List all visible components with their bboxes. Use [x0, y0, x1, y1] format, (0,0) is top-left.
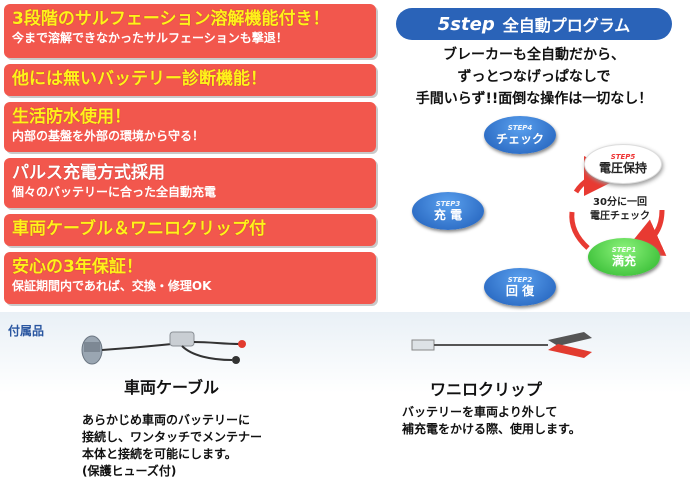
desc-line: 本体と接続を可能にします。 [82, 447, 237, 461]
step-name: 満充 [611, 253, 636, 268]
feature-title: 安心の3年保証！ [12, 257, 143, 277]
vehicle-cable-image [81, 331, 246, 365]
step-label: STEP1 [611, 245, 637, 254]
step-label: STEP3 [435, 199, 461, 208]
program-desc-line: ブレーカーも全自動だから、 [443, 47, 625, 63]
desc-line: あらかじめ車両のバッテリーに [82, 413, 251, 427]
step-label: STEP2 [507, 275, 533, 284]
feature-title: パルス充電方式採用 [12, 163, 165, 183]
feature-panel-pulse: パルス充電方式採用 個々のバッテリーに合った全自動充電 [4, 158, 376, 208]
program-header: 5step 全自動プログラム [396, 8, 672, 40]
desc-line: 接続し、ワンタッチでメンテナー [82, 430, 263, 444]
step-name: 充 電 [433, 207, 463, 222]
desc-line: (保護ヒューズ付) [82, 464, 177, 478]
program-step-label: 5step [437, 13, 495, 35]
feature-panel-waterproof: 生活防水使用！ 内部の基盤を外部の環境から守る！ [4, 102, 376, 152]
vehicle-cable-description: あらかじめ車両のバッテリーに 接続し、ワンタッチでメンテナー 本体と接続を可能に… [82, 412, 262, 480]
feature-subtitle: 今まで溶解できなかったサルフェーションも撃退！ [12, 31, 288, 45]
vehicle-cable-name: 車両ケーブル [124, 378, 220, 397]
program-title: 全自動プログラム [502, 16, 631, 35]
step-2-recover: STEP2 回 復 [484, 268, 556, 306]
step-3-charge: STEP3 充 電 [412, 192, 484, 230]
step-1-full: STEP1 満充 [588, 238, 660, 276]
step-name: チェック [495, 131, 544, 146]
program-description: ブレーカーも全自動だから、 ずっとつなげっぱなしで 手間いらず!!面倒な操作は一… [396, 44, 672, 110]
step-4-check: STEP4 チェック [484, 116, 556, 154]
alligator-clip-name: ワニロクリップ [430, 380, 543, 399]
step-label: STEP4 [507, 123, 533, 132]
program-desc-line: 手間いらず!!面倒な操作は一切なし！ [415, 91, 653, 107]
step-name: 電圧保持 [598, 160, 647, 175]
feature-panel-sulfation: 3段階のサルフェーション溶解機能付き！ 今まで溶解できなかったサルフェーションも… [4, 4, 376, 58]
cycle-note-line: 30分に一回 [593, 197, 647, 208]
feature-title: 3段階のサルフェーション溶解機能付き！ [12, 9, 330, 29]
cycle-note: 30分に一回 電圧チェック [590, 196, 650, 224]
feature-title: 生活防水使用！ [12, 107, 131, 127]
feature-title: 車両ケーブル＆ワニロクリップ付 [12, 219, 266, 239]
alligator-clip-description: バッテリーを車両より外して 補充電をかける際、使用します。 [402, 404, 581, 438]
feature-subtitle: 内部の基盤を外部の環境から守る！ [12, 129, 205, 143]
feature-panel-cables: 車両ケーブル＆ワニロクリップ付 [4, 214, 376, 246]
feature-subtitle: 個々のバッテリーに合った全自動充電 [12, 185, 217, 199]
step-label: STEP5 [610, 152, 636, 161]
step-5-voltage-hold: STEP5 電圧保持 [584, 144, 662, 184]
program-desc-line: ずっとつなげっぱなしで [457, 69, 611, 85]
cycle-note-line: 電圧チェック [590, 211, 650, 222]
feature-panel-diagnosis: 他には無いバッテリー診断機能！ [4, 64, 376, 96]
cycle-arc-left [569, 211, 590, 250]
desc-line: 補充電をかける際、使用します。 [402, 422, 581, 436]
feature-subtitle: 保証期間内であれば、交換・修理OK [12, 279, 212, 293]
feature-panel-warranty: 安心の3年保証！ 保証期間内であれば、交換・修理OK [4, 252, 376, 304]
step-name: 回 復 [505, 283, 535, 298]
desc-line: バッテリーを車両より外して [402, 405, 558, 419]
alligator-clip-image [411, 332, 592, 358]
feature-title: 他には無いバッテリー診断機能！ [12, 69, 267, 89]
accessories-title: 付属品 [8, 324, 45, 338]
